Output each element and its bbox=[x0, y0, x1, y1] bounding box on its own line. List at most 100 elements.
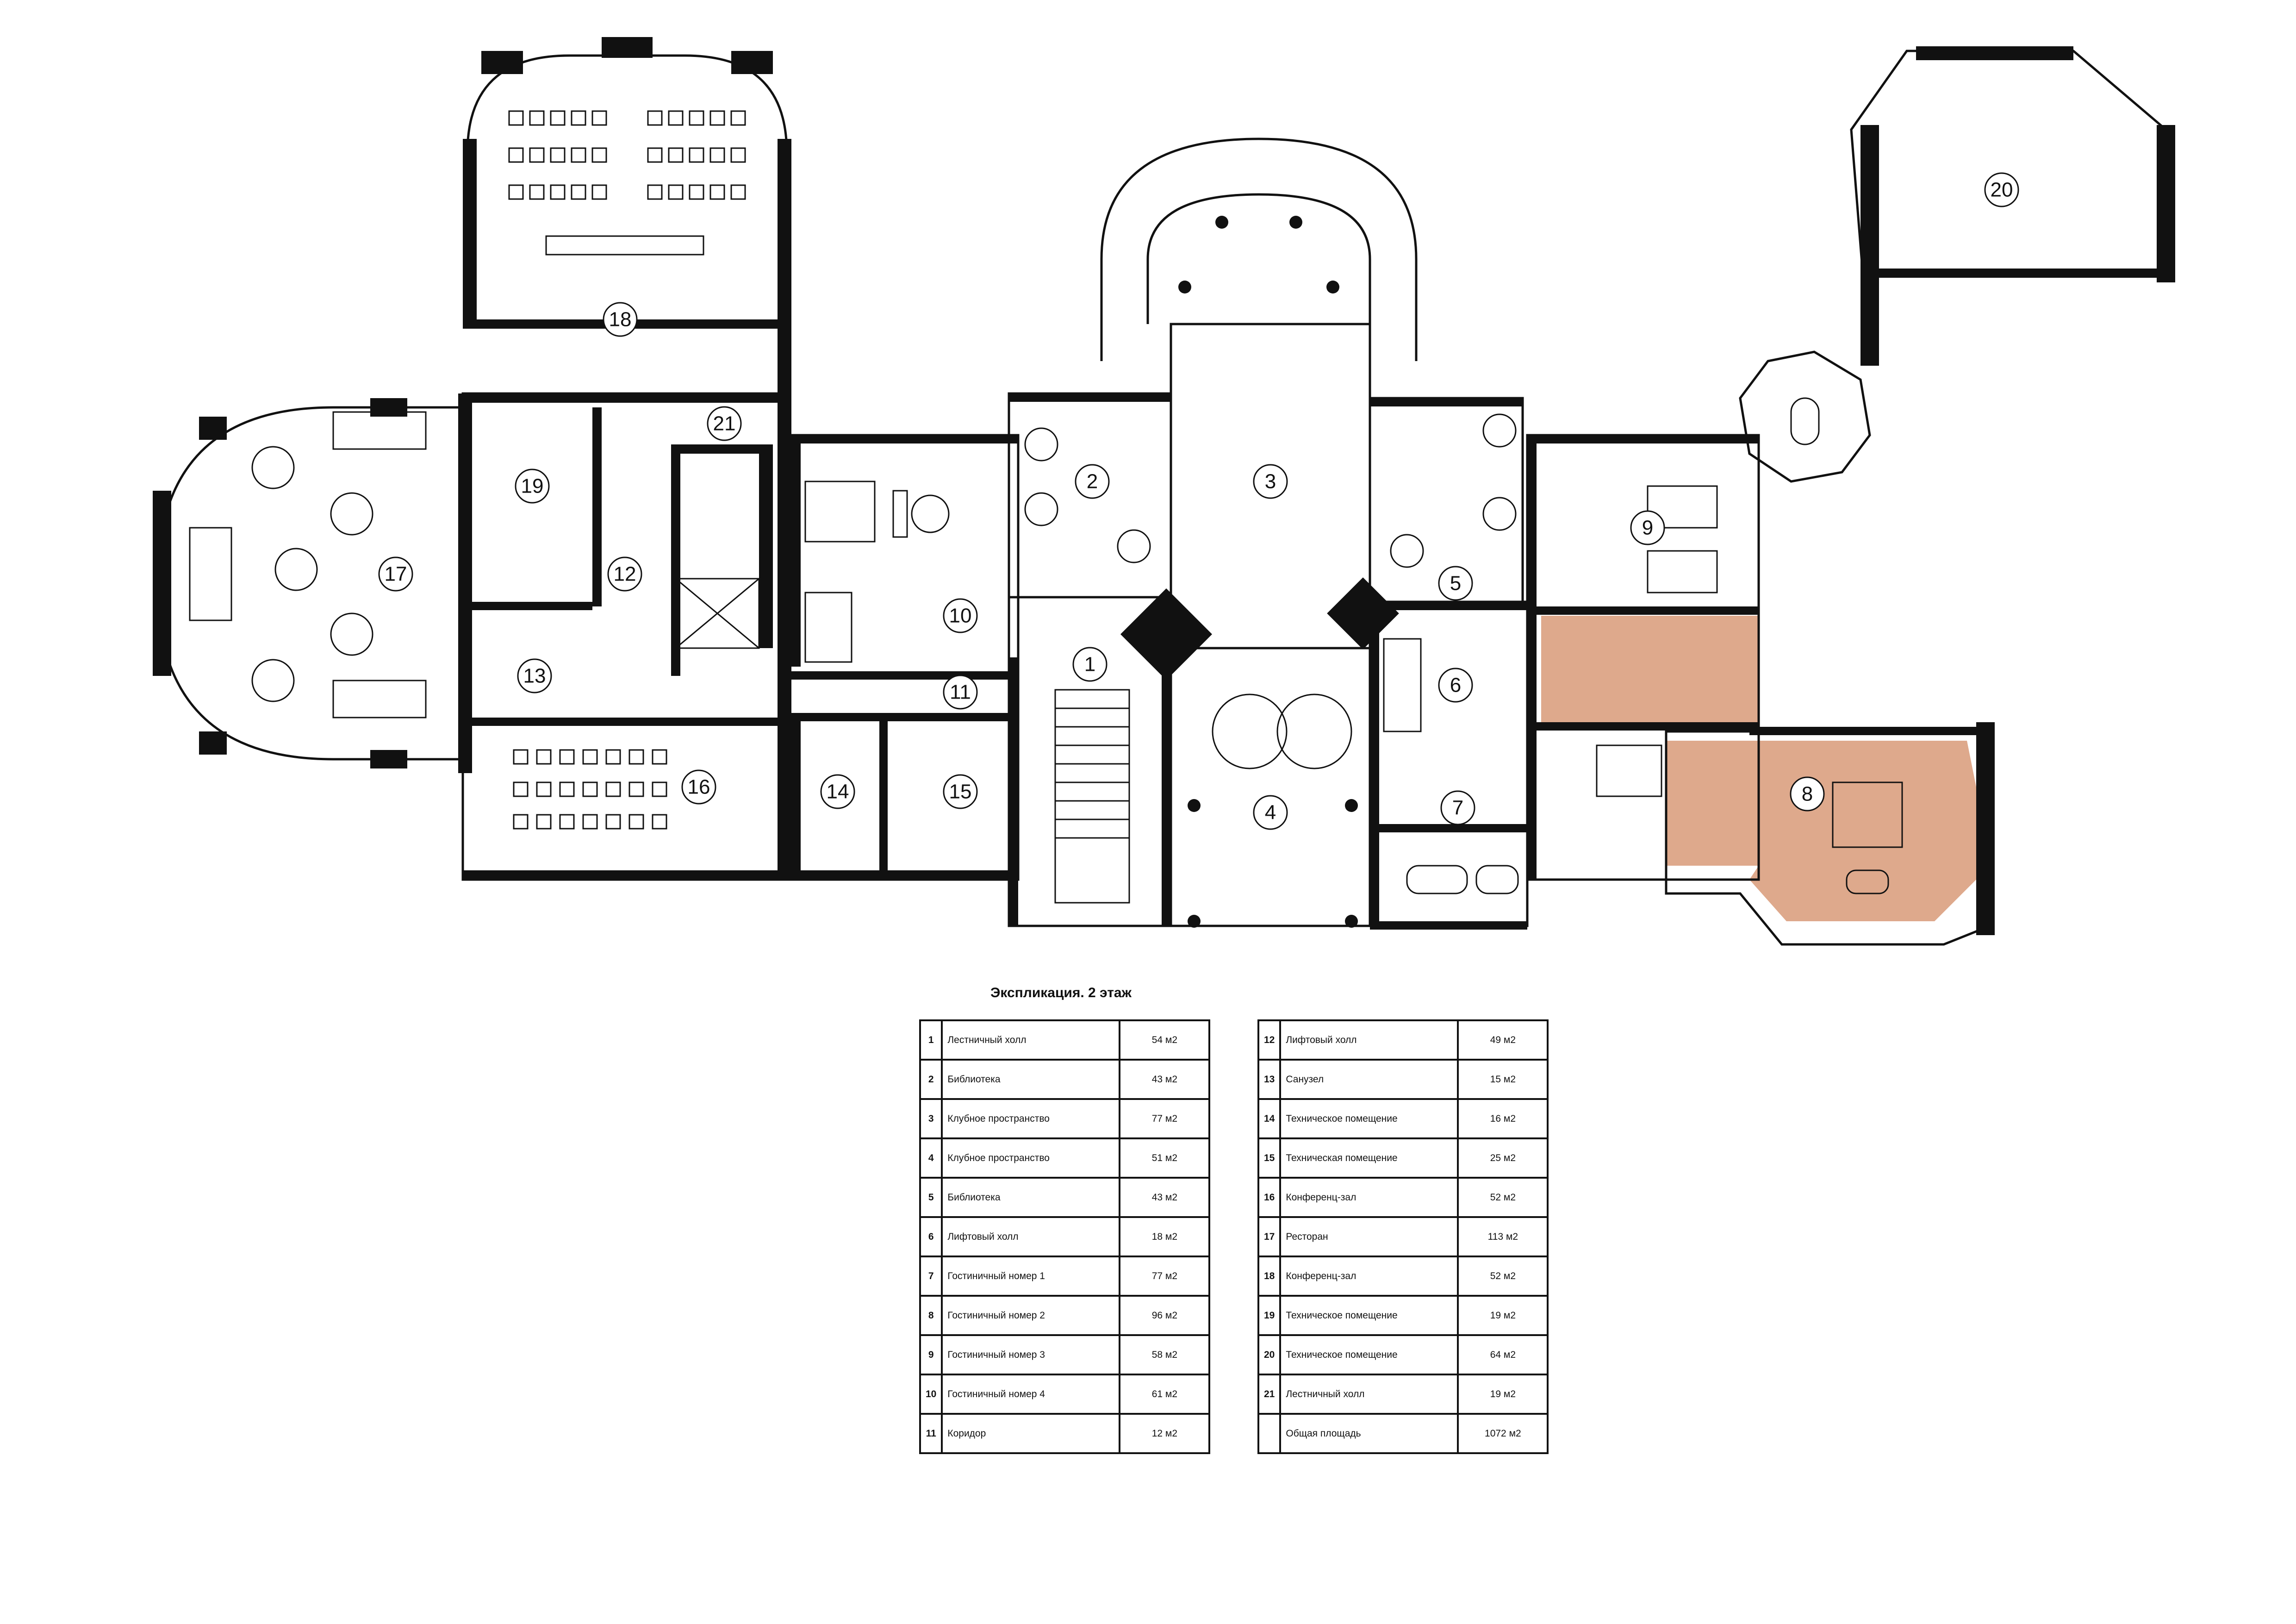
room-name-cell: Санузел bbox=[1279, 1059, 1459, 1100]
room-area-cell: 49 м2 bbox=[1457, 1019, 1549, 1061]
room-number-21: 21 bbox=[707, 406, 742, 441]
room-numbers: 1 2 3 4 5 6 7 8 9 10 11 12 13 14 15 16 1… bbox=[378, 172, 2019, 830]
library-2 bbox=[1008, 392, 1172, 599]
right-wing-walls bbox=[1369, 434, 1760, 930]
room-area-cell: 43 м2 bbox=[1119, 1177, 1211, 1218]
room-area-cell: 113 м2 bbox=[1457, 1216, 1549, 1257]
room-area-cell: 12 м2 bbox=[1119, 1413, 1211, 1454]
room-number-cell: 9 bbox=[919, 1334, 943, 1375]
room-number-cell: 10 bbox=[919, 1374, 943, 1415]
room-number-cell: 11 bbox=[919, 1413, 943, 1454]
room-number-cell: 21 bbox=[1257, 1374, 1282, 1415]
svg-text:19: 19 bbox=[521, 475, 544, 498]
room-number-2: 2 bbox=[1075, 464, 1110, 499]
svg-text:21: 21 bbox=[713, 412, 736, 435]
hotel-room-8-walls bbox=[1665, 722, 1995, 946]
room-number-cell: 2 bbox=[919, 1059, 943, 1100]
room-area-cell: 96 м2 bbox=[1119, 1295, 1211, 1336]
room-area-cell: 51 м2 bbox=[1119, 1137, 1211, 1179]
room-name-cell: Лифтовый холл bbox=[941, 1216, 1121, 1257]
svg-text:17: 17 bbox=[385, 563, 407, 586]
room-number-cell: 15 bbox=[1257, 1137, 1282, 1179]
svg-text:4: 4 bbox=[1265, 801, 1276, 824]
room-name-cell: Ресторан bbox=[1279, 1216, 1459, 1257]
room-number-cell: 1 bbox=[919, 1019, 943, 1061]
room-area-cell: 16 м2 bbox=[1457, 1098, 1549, 1139]
central-block-walls bbox=[461, 324, 791, 881]
svg-text:12: 12 bbox=[614, 563, 636, 586]
room-number-cell: 5 bbox=[919, 1177, 943, 1218]
room-area-cell: 25 м2 bbox=[1457, 1137, 1549, 1179]
room-number-1: 1 bbox=[1072, 647, 1108, 682]
room-area-cell: 19 м2 bbox=[1457, 1374, 1549, 1415]
room-name-cell: Конференц-зал bbox=[1279, 1177, 1459, 1218]
room-area-cell: 58 м2 bbox=[1119, 1334, 1211, 1375]
room-number-13: 13 bbox=[517, 658, 552, 693]
room-name-cell: Техническое помещение bbox=[1279, 1334, 1459, 1375]
room-number-cell: 20 bbox=[1257, 1334, 1282, 1375]
room-number-6: 6 bbox=[1438, 668, 1473, 703]
room-number-20: 20 bbox=[1984, 172, 2019, 207]
room-name-cell: Клубное пространство bbox=[941, 1098, 1121, 1139]
room-number-cell: 7 bbox=[919, 1255, 943, 1297]
elevator-shaft bbox=[675, 578, 760, 649]
room-name-cell: Гостиничный номер 4 bbox=[941, 1374, 1121, 1415]
room-number-15: 15 bbox=[943, 774, 978, 809]
restaurant-tables bbox=[189, 411, 427, 718]
room-number-8: 8 bbox=[1790, 776, 1825, 812]
room-area-cell: 43 м2 bbox=[1119, 1059, 1211, 1100]
floor-plan: 1 2 3 4 5 6 7 8 9 10 11 12 13 14 15 16 1… bbox=[153, 37, 2175, 946]
room-area-cell: 54 м2 bbox=[1119, 1019, 1211, 1061]
room-number-cell: 18 bbox=[1257, 1255, 1282, 1297]
svg-text:6: 6 bbox=[1450, 674, 1461, 697]
tech-room-20 bbox=[1850, 46, 2175, 366]
conference-hall-18-walls bbox=[463, 37, 791, 329]
room-area-cell: 77 м2 bbox=[1119, 1098, 1211, 1139]
svg-text:7: 7 bbox=[1452, 797, 1463, 819]
club-rotunda-3 bbox=[1100, 137, 1418, 680]
conference-chairs bbox=[508, 110, 746, 256]
room-name-cell: Гостиничный номер 1 bbox=[941, 1255, 1121, 1297]
room-number-cell: 4 bbox=[919, 1137, 943, 1179]
middle-wing-walls bbox=[785, 434, 1020, 881]
room-number-cell: 17 bbox=[1257, 1216, 1282, 1257]
room-area-cell: 61 м2 bbox=[1119, 1374, 1211, 1415]
svg-text:15: 15 bbox=[949, 781, 972, 803]
room-number-9: 9 bbox=[1630, 510, 1665, 545]
room-area-cell: 64 м2 bbox=[1457, 1334, 1549, 1375]
room-number-18: 18 bbox=[603, 302, 638, 337]
room-number-7: 7 bbox=[1440, 790, 1475, 825]
svg-text:20: 20 bbox=[1991, 179, 2013, 201]
room-number-4: 4 bbox=[1253, 795, 1288, 830]
hotel-room-10-furniture bbox=[804, 481, 950, 663]
room-name-cell: Техническое помещение bbox=[1279, 1295, 1459, 1336]
room-number-cell: 16 bbox=[1257, 1177, 1282, 1218]
room-number-cell: 13 bbox=[1257, 1059, 1282, 1100]
room-8-highlight bbox=[1666, 741, 1976, 921]
svg-text:3: 3 bbox=[1265, 470, 1276, 493]
svg-text:18: 18 bbox=[609, 308, 632, 331]
room-number-3: 3 bbox=[1253, 464, 1288, 499]
room-number-cell: 8 bbox=[919, 1295, 943, 1336]
room-number-19: 19 bbox=[515, 468, 550, 504]
room-name-cell: Коридор bbox=[941, 1413, 1121, 1454]
total-area: 1072 м2 bbox=[1457, 1413, 1549, 1454]
room-area-cell: 15 м2 bbox=[1457, 1059, 1549, 1100]
